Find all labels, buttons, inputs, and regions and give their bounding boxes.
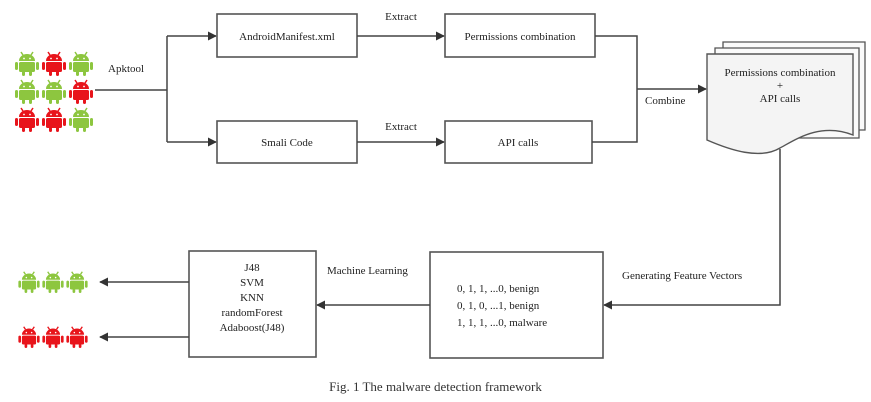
manifest-label: AndroidManifest.xml bbox=[239, 31, 335, 43]
manifest-box bbox=[216, 13, 358, 58]
android-malware-icon bbox=[15, 107, 39, 132]
generate-arrow bbox=[603, 149, 781, 310]
android-benign-icon bbox=[42, 79, 66, 104]
api-calls-label: API calls bbox=[498, 137, 539, 149]
android-benign-icon bbox=[15, 79, 39, 104]
permissions-label: Permissions combination bbox=[465, 31, 576, 43]
api-calls-box bbox=[444, 120, 593, 164]
classifier-adaboost: Adaboost(J48) bbox=[220, 322, 285, 334]
malware-output-apps bbox=[18, 326, 88, 348]
feature-vectors-box bbox=[429, 251, 604, 359]
classifier-svm: SVM bbox=[240, 277, 264, 289]
combine-label: Combine bbox=[645, 95, 685, 107]
benign-output-apps bbox=[18, 271, 88, 293]
combined-features-document bbox=[706, 41, 866, 155]
android-benign-icon bbox=[18, 271, 40, 293]
machine-learning-label: Machine Learning bbox=[327, 265, 408, 277]
document-line-3: API calls bbox=[760, 93, 801, 105]
android-malware-icon bbox=[66, 326, 88, 348]
combine-connector bbox=[592, 35, 707, 143]
smali-label: Smali Code bbox=[261, 137, 313, 149]
feature-row-1: 0, 1, 1, ...0, benign bbox=[457, 283, 540, 295]
android-malware-icon bbox=[42, 326, 64, 348]
android-benign-icon bbox=[42, 271, 64, 293]
android-malware-icon bbox=[18, 326, 40, 348]
classifier-random-forest: randomForest bbox=[221, 307, 282, 319]
android-benign-icon bbox=[15, 51, 39, 76]
smali-box bbox=[216, 120, 358, 164]
android-benign-icon bbox=[66, 271, 88, 293]
permissions-box bbox=[444, 13, 596, 58]
document-line-2: + bbox=[777, 80, 783, 92]
generating-label: Generating Feature Vectors bbox=[622, 270, 742, 282]
android-benign-icon bbox=[69, 107, 93, 132]
document-line-1: Permissions combination bbox=[725, 67, 836, 79]
classifiers-box bbox=[188, 250, 317, 358]
input-apps-grid bbox=[15, 51, 93, 132]
android-malware-icon bbox=[69, 79, 93, 104]
figure-caption: Fig. 1 The malware detection framework bbox=[329, 379, 542, 394]
classifier-knn: KNN bbox=[240, 292, 264, 304]
feature-row-2: 0, 1, 0, ...1, benign bbox=[457, 300, 540, 312]
extract-label-top: Extract bbox=[385, 11, 417, 23]
classifier-j48: J48 bbox=[244, 262, 260, 274]
apktool-connector bbox=[95, 31, 217, 147]
android-malware-icon bbox=[42, 51, 66, 76]
android-malware-icon bbox=[42, 107, 66, 132]
extract-label-bottom: Extract bbox=[385, 121, 417, 133]
android-benign-icon bbox=[69, 51, 93, 76]
feature-row-3: 1, 1, 1, ...0, malware bbox=[457, 317, 547, 329]
apktool-label: Apktool bbox=[108, 63, 144, 75]
